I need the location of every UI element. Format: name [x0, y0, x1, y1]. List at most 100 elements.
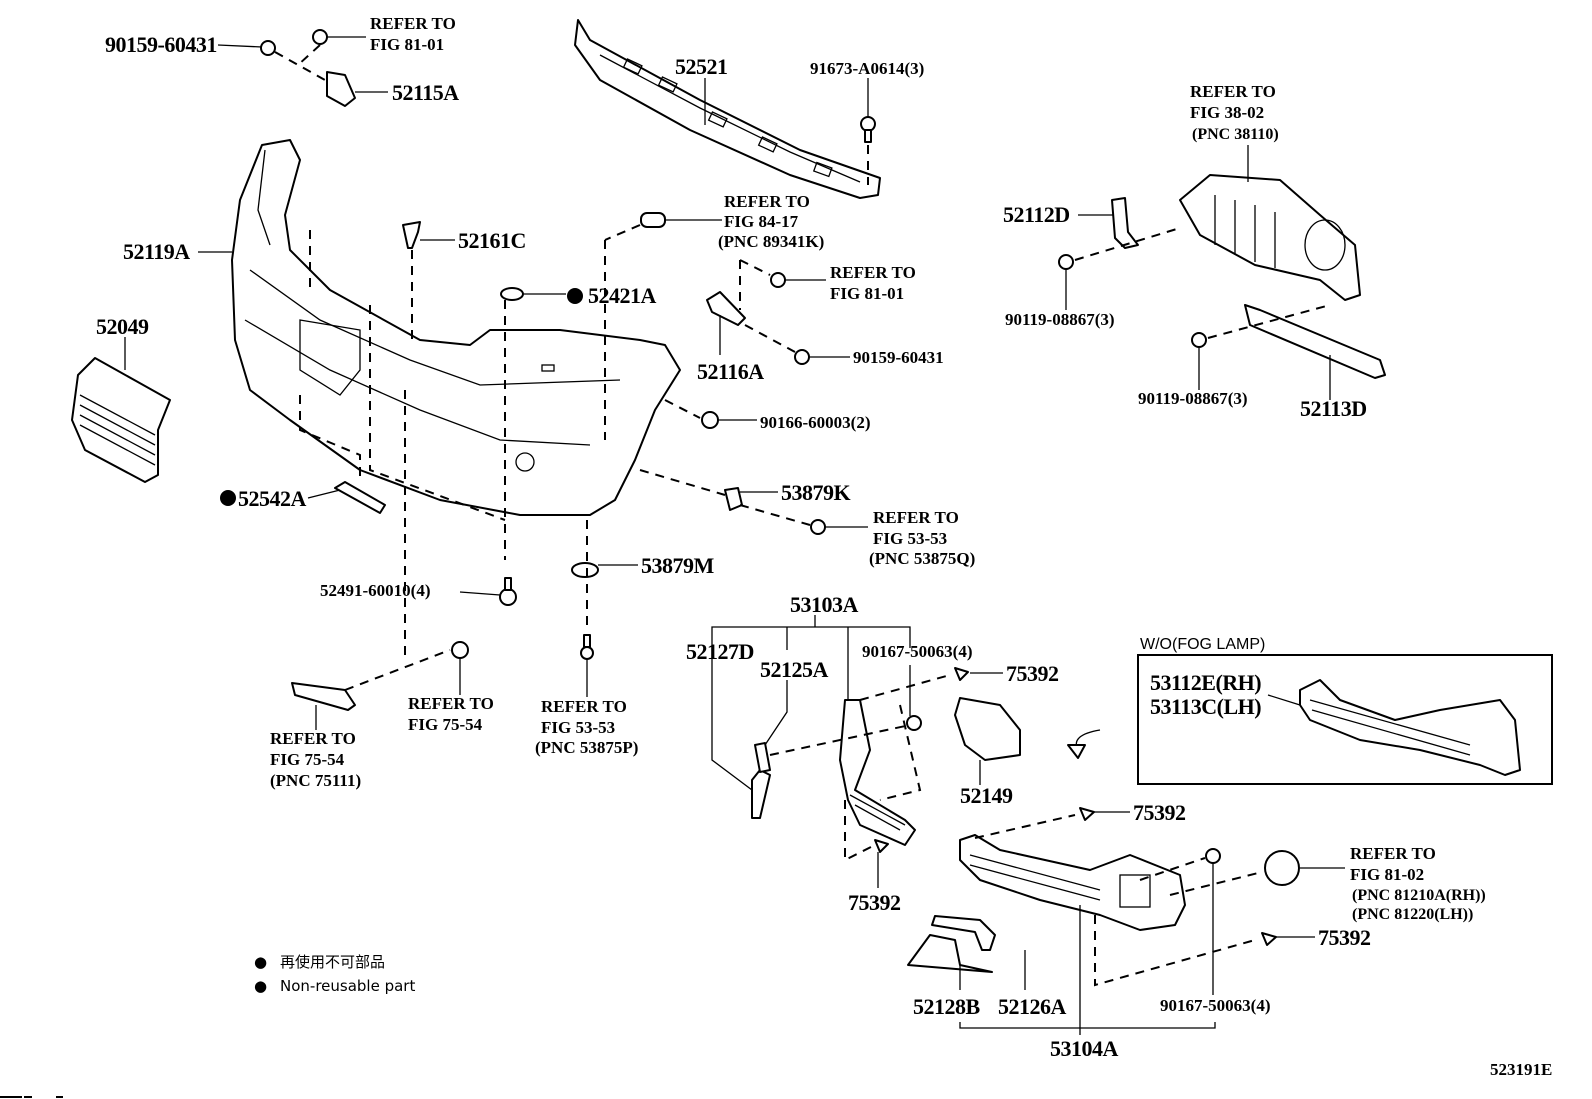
- part-52126A-cover[interactable]: [931, 915, 996, 951]
- part-52542A-seal[interactable]: [334, 481, 386, 514]
- label-ref-81-01-top-line2[interactable]: FIG 81-01: [370, 35, 444, 54]
- part-52521-reinforcement[interactable]: [574, 19, 881, 199]
- label-53103A[interactable]: 53103A: [790, 592, 859, 617]
- label-90159-60431-mid[interactable]: 90159-60431: [853, 348, 944, 367]
- part-52115A-clip[interactable]: [326, 71, 356, 107]
- label-ref-81-02-line3[interactable]: (PNC 81210A(RH)): [1352, 887, 1486, 904]
- clip-75392-d[interactable]: [1261, 932, 1277, 946]
- label-53879M[interactable]: 53879M: [641, 553, 715, 578]
- label-52116A[interactable]: 52116A: [697, 359, 765, 384]
- label-52112D[interactable]: 52112D: [1003, 202, 1070, 227]
- part-52113D-bracket[interactable]: [1244, 304, 1386, 379]
- label-52421A[interactable]: 52421A: [588, 283, 657, 308]
- label-ref-81-02-line2[interactable]: FIG 81-02: [1350, 865, 1424, 884]
- label-ref-53-53-p-line2[interactable]: FIG 53-53: [541, 718, 615, 737]
- part-fog-lamp-ref-81-02[interactable]: [1264, 850, 1300, 886]
- part-52149-cover[interactable]: [954, 697, 1021, 761]
- label-53112E-rh[interactable]: 53112E(RH): [1150, 670, 1262, 695]
- label-ref-81-01-top-line1[interactable]: REFER TO: [370, 14, 456, 33]
- label-52049[interactable]: 52049: [96, 314, 150, 339]
- bolt-90119-b[interactable]: [1191, 332, 1207, 348]
- label-ref-81-01-mid-line2[interactable]: FIG 81-01: [830, 284, 904, 303]
- label-ref-75-54-a-line1[interactable]: REFER TO: [270, 729, 356, 748]
- label-75392-d[interactable]: 75392: [1318, 925, 1372, 950]
- part-52127D-cover[interactable]: [751, 769, 771, 819]
- part-53879K-retainer[interactable]: [724, 487, 743, 511]
- label-ref-53-53-p-line1[interactable]: REFER TO: [541, 697, 627, 716]
- label-53113C-lh[interactable]: 53113C(LH): [1150, 694, 1262, 719]
- bolt-90119-a[interactable]: [1058, 254, 1074, 270]
- nut-90167-a[interactable]: [906, 715, 922, 731]
- part-52491-bolt[interactable]: [499, 577, 517, 606]
- label-ref-38-02-line3[interactable]: (PNC 38110): [1192, 126, 1279, 143]
- label-52126A[interactable]: 52126A: [998, 994, 1067, 1019]
- label-ref-38-02-line1[interactable]: REFER TO: [1190, 82, 1276, 101]
- nut-ref-53-53-q[interactable]: [810, 519, 826, 535]
- part-53112E-53113C-grille[interactable]: [1299, 679, 1521, 776]
- part-91673-bolt[interactable]: [860, 116, 876, 143]
- nut-90167-b[interactable]: [1205, 848, 1221, 864]
- label-52491[interactable]: 52491-60010(4): [320, 581, 430, 600]
- part-53104A-grille-assy[interactable]: [959, 834, 1186, 931]
- label-ref-81-02-line4[interactable]: (PNC 81220(LH)): [1352, 906, 1473, 923]
- label-52125A[interactable]: 52125A: [760, 657, 829, 682]
- part-ref-75-54-harness[interactable]: [291, 682, 356, 711]
- label-ref-75-54-a-line2[interactable]: FIG 75-54: [270, 750, 345, 769]
- bolt-90159-top[interactable]: [260, 40, 276, 56]
- label-91673[interactable]: 91673-A0614(3): [810, 59, 924, 78]
- label-52113D[interactable]: 52113D: [1300, 396, 1367, 421]
- label-ref-75-54-b-line2[interactable]: FIG 75-54: [408, 715, 483, 734]
- label-52149[interactable]: 52149: [960, 783, 1014, 808]
- label-90159-60431-top[interactable]: 90159-60431: [105, 32, 217, 57]
- label-75392-b[interactable]: 75392: [848, 890, 902, 915]
- nut-90166[interactable]: [701, 411, 719, 429]
- part-52161C-clip[interactable]: [402, 221, 421, 249]
- clip-75392-c[interactable]: [1079, 807, 1095, 821]
- label-52115A[interactable]: 52115A: [392, 80, 460, 105]
- label-90167-a[interactable]: 90167-50063(4): [862, 642, 972, 661]
- part-radiator-support-ref[interactable]: [1179, 174, 1361, 301]
- label-90166[interactable]: 90166-60003(2): [760, 413, 870, 432]
- label-ref-75-54-b-line1[interactable]: REFER TO: [408, 694, 494, 713]
- label-90167-b[interactable]: 90167-50063(4): [1160, 996, 1270, 1015]
- label-ref-84-17-line3[interactable]: (PNC 89341K): [718, 232, 824, 251]
- part-52049-garnish[interactable]: [71, 357, 171, 483]
- label-ref-53-53-p-line3[interactable]: (PNC 53875P): [535, 738, 638, 757]
- label-ref-38-02-line2[interactable]: FIG 38-02: [1190, 103, 1264, 122]
- label-75392-c[interactable]: 75392: [1133, 800, 1187, 825]
- part-52116A-bracket[interactable]: [706, 291, 746, 326]
- label-90119-a[interactable]: 90119-08867(3): [1005, 310, 1115, 329]
- bolt-ref-81-01-mid[interactable]: [770, 272, 786, 288]
- label-75392-a[interactable]: 75392: [1006, 661, 1060, 686]
- part-52128B-seal[interactable]: [907, 934, 993, 973]
- label-53879K[interactable]: 53879K: [781, 480, 851, 505]
- clip-75392-b[interactable]: [874, 839, 889, 853]
- label-ref-84-17-line2[interactable]: FIG 84-17: [724, 212, 799, 231]
- label-52161C[interactable]: 52161C: [458, 228, 526, 253]
- label-ref-75-54-a-line3[interactable]: (PNC 75111): [270, 771, 361, 790]
- label-ref-53-53-q-line3[interactable]: (PNC 53875Q): [869, 549, 975, 568]
- part-52421A-seal[interactable]: [500, 287, 524, 301]
- bolt-90159-mid[interactable]: [794, 349, 810, 365]
- part-sensor-ref-84-17[interactable]: [640, 212, 666, 228]
- label-52119A[interactable]: 52119A: [123, 239, 191, 264]
- label-ref-84-17-line1[interactable]: REFER TO: [724, 192, 810, 211]
- part-52125A-bracket[interactable]: [754, 742, 771, 773]
- label-52542A[interactable]: 52542A: [238, 486, 307, 511]
- label-ref-53-53-q-line1[interactable]: REFER TO: [873, 508, 959, 527]
- part-ref-75-54-grommet[interactable]: [451, 641, 469, 659]
- part-52112D-bracket[interactable]: [1111, 197, 1139, 249]
- label-ref-81-02-line1[interactable]: REFER TO: [1350, 844, 1436, 863]
- part-52119A-bumper-cover[interactable]: [231, 139, 681, 516]
- label-53104A[interactable]: 53104A: [1050, 1036, 1119, 1061]
- clip-75392-a[interactable]: [954, 667, 969, 681]
- part-ref-53-53-p-bolt[interactable]: [580, 634, 594, 660]
- label-90119-b[interactable]: 90119-08867(3): [1138, 389, 1248, 408]
- label-52128B[interactable]: 52128B: [913, 994, 981, 1019]
- label-52127D[interactable]: 52127D: [686, 639, 754, 664]
- label-52521[interactable]: 52521: [675, 54, 728, 79]
- label-ref-81-01-mid-line1[interactable]: REFER TO: [830, 263, 916, 282]
- label-ref-53-53-q-line2[interactable]: FIG 53-53: [873, 529, 947, 548]
- part-53879M-retainer[interactable]: [571, 562, 599, 578]
- bolt-ref-81-01-top[interactable]: [312, 29, 328, 45]
